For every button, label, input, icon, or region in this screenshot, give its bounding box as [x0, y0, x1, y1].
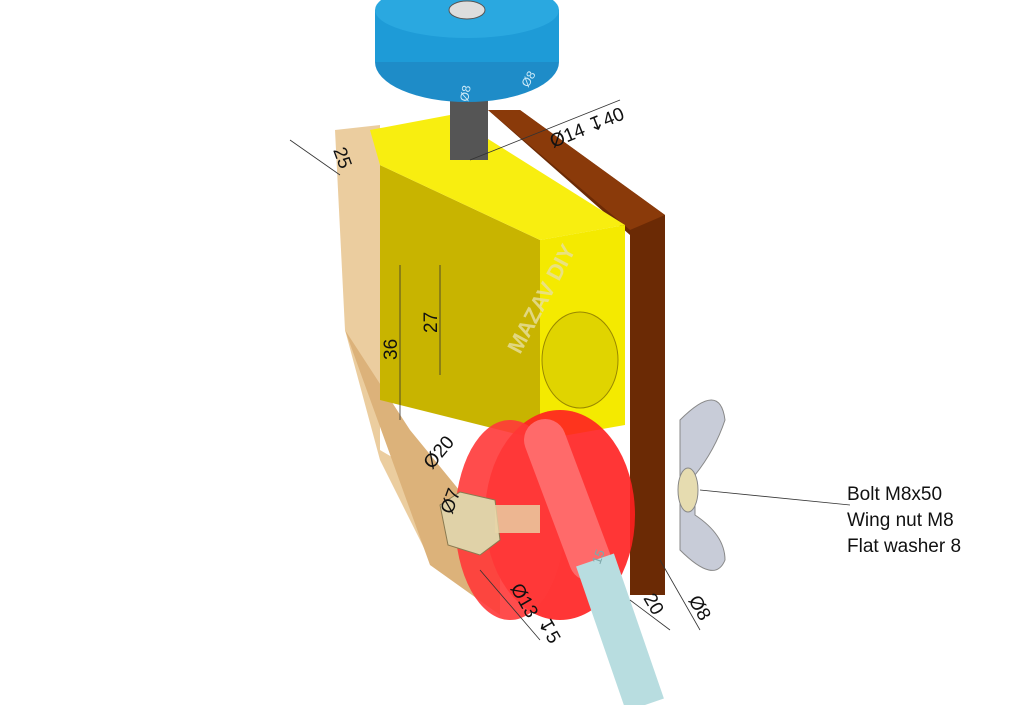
dim-hole-top: Ø14 ↧40	[547, 104, 627, 153]
wing-nut	[679, 399, 726, 571]
brown-plate-top	[488, 110, 665, 230]
yellow-block-top	[370, 115, 625, 240]
bolt-head	[439, 491, 501, 556]
rod-red-part	[524, 419, 611, 581]
tan-side	[335, 125, 500, 610]
wheel-hole	[448, 0, 486, 20]
dim-rod: 15	[589, 547, 608, 566]
callout-bolt: Bolt M8x50	[847, 484, 942, 505]
brown-plate	[488, 110, 665, 595]
bolt-shank	[495, 505, 540, 533]
callout-wing-nut: Wing nut M8	[847, 510, 954, 531]
callout-washer: Flat washer 8	[847, 536, 961, 557]
dim-wheel-a: Ø8	[457, 84, 474, 103]
rod	[576, 553, 664, 705]
side-hole	[541, 311, 619, 409]
bolt-shaft	[450, 100, 488, 160]
dim-height-outer: 36	[381, 339, 402, 360]
yellow-block-left-face	[380, 165, 540, 440]
washer	[677, 467, 699, 513]
dim-dia-right: Ø8	[684, 592, 715, 624]
dimension-lines	[289, 99, 851, 641]
dim-height-inner: 27	[421, 312, 442, 333]
